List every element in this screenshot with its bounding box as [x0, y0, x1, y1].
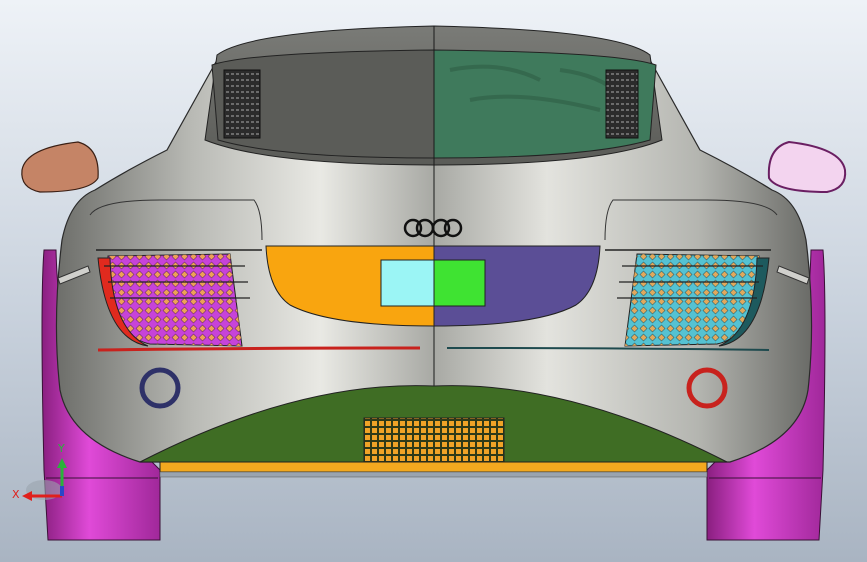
license-plate-right[interactable]: [433, 259, 486, 307]
reflector-right[interactable]: [686, 367, 728, 409]
axis-triad: Y X: [12, 442, 67, 501]
reflector-left[interactable]: [139, 367, 181, 409]
engine-vent-left: [223, 69, 261, 139]
x-axis-label: X: [12, 488, 20, 501]
four-rings-logo: [403, 218, 463, 238]
taillight-right[interactable]: [617, 253, 770, 347]
taillight-left[interactable]: [97, 253, 250, 347]
y-axis-label: Y: [57, 442, 65, 455]
engine-vent-right: [605, 69, 639, 139]
side-mirror-right[interactable]: [767, 140, 847, 194]
diffuser-grille: [363, 417, 505, 463]
license-plate-left[interactable]: [380, 259, 435, 307]
side-mirror-left[interactable]: [21, 141, 99, 193]
diffuser-strip: [159, 461, 708, 473]
rear-window-right[interactable]: [433, 49, 657, 159]
